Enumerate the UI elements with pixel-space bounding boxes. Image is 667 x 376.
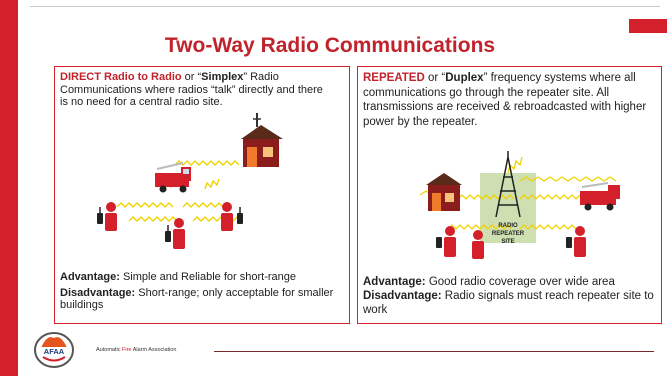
site-label-line-1: RADIO [498,223,518,229]
repeated-or-text: or “ [424,72,446,84]
firefighter-icons [105,202,233,249]
disadvantage-text: Short-range; only acceptable for smaller… [60,286,334,312]
direct-rest-text: ” Radio Communications where radios “tal… [60,71,323,108]
simplex-term: Simplex [201,71,244,83]
firefighter-icons [444,226,586,259]
repeated-heading: REPEATED [363,72,425,84]
fire-station-icon [241,113,283,167]
slide-title: Two-Way Radio Communications [164,34,496,57]
repeated-advantage: Advantage: Good radio coverage over wide… [363,275,658,289]
organization-name: Automatic Fire Alarm Association [96,347,176,353]
advantage-text: Simple and Reliable for short-range [119,271,296,283]
direct-radio-panel: DIRECT Radio to Radio or “Simplex” Radio… [54,66,350,324]
top-divider [30,6,660,7]
repeated-description: REPEATED or “Duplex” frequency systems w… [363,71,655,129]
repeated-rest-text: ” frequency systems where all communicat… [363,72,647,128]
org-fire: Fire [121,347,132,353]
handheld-radio-icons [97,207,243,242]
disadvantage-label: Disadvantage: [363,290,442,302]
direct-radio-illustration [97,113,283,249]
advantage-label: Advantage: [363,276,426,288]
site-label-line-2: REPEATER [492,231,525,237]
disadvantage-text: Radio signals must reach repeater site t… [363,290,654,316]
org-prefix: Automatic [96,347,122,353]
handheld-radio-icons [436,237,572,248]
fire-station-icon [426,173,462,211]
direct-disadvantage: Disadvantage: Short-range; only acceptab… [60,287,345,312]
fire-truck-icon [580,182,620,211]
coverage-area-shape [480,173,536,243]
accent-bar-left [0,0,18,376]
repeated-pros-cons: Advantage: Good radio coverage over wide… [363,275,658,320]
advantage-label: Advantage: [60,271,120,283]
direct-description: DIRECT Radio to Radio or “Simplex” Radio… [60,71,330,109]
duplex-term: Duplex [445,72,484,84]
direct-or-text: or “ [181,71,202,83]
repeater-illustration: RADIO REPEATER SITE [419,151,620,259]
footer-divider [214,351,654,352]
direct-advantage: Advantage: Simple and Reliable for short… [60,271,345,284]
site-label-line-3: SITE [501,239,514,245]
accent-tab-right [629,19,667,33]
disadvantage-label: Disadvantage: [60,286,136,299]
repeated-disadvantage: Disadvantage: Radio signals must reach r… [363,289,658,317]
direct-heading: DIRECT Radio to Radio [60,71,182,83]
repeated-radio-panel: REPEATED or “Duplex” frequency systems w… [357,66,662,324]
org-suffix: Alarm Association [131,347,177,353]
fire-truck-icon [155,162,191,193]
afaa-logo: AFAA [34,332,74,368]
logo-text: AFAA [44,347,65,356]
advantage-text: Good radio coverage over wide area [425,276,615,288]
repeater-tower-icon [495,151,521,218]
direct-pros-cons: Advantage: Simple and Reliable for short… [60,271,345,315]
